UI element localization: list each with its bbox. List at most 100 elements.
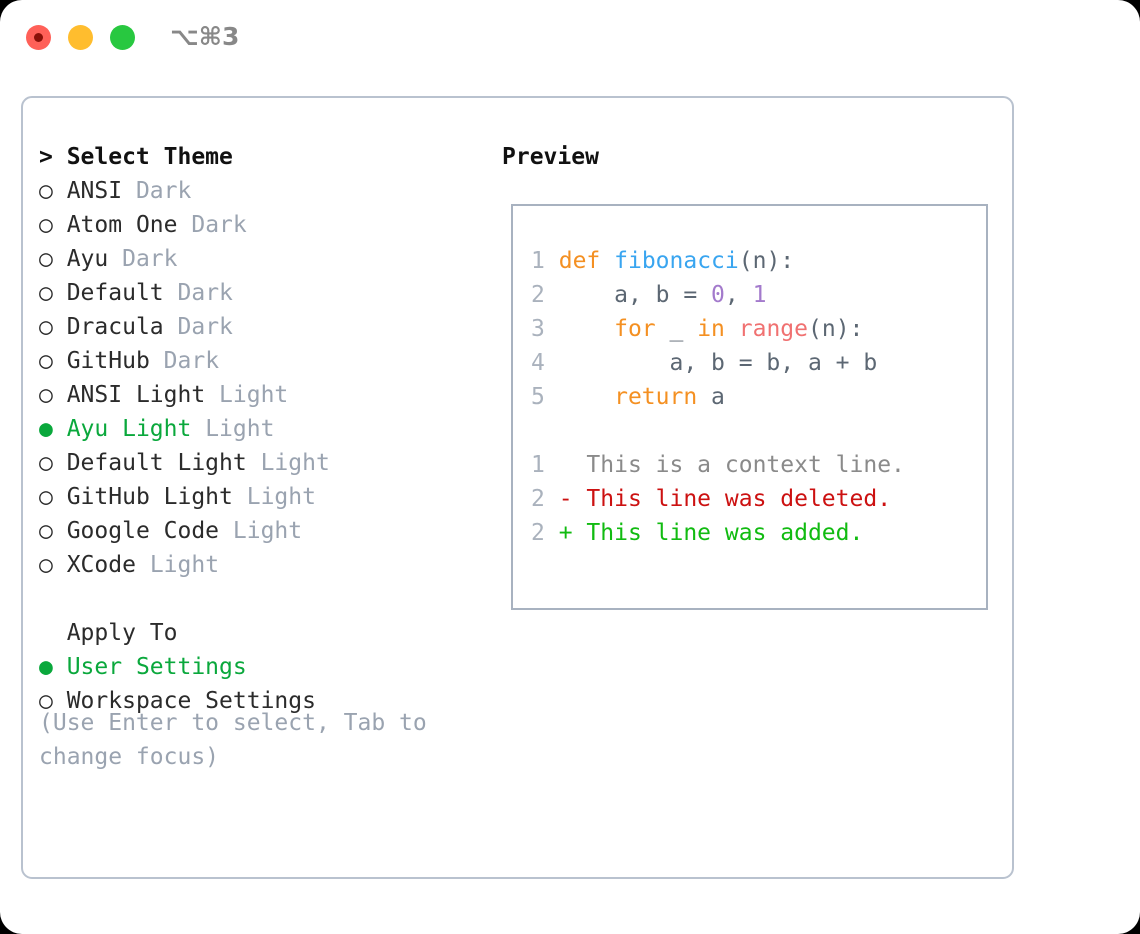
dialog-content-frame: > Select Theme ○ ANSI Dark○ Atom One Dar… — [21, 96, 1014, 879]
radio-unselected-icon: ○ — [39, 212, 67, 238]
list-spacer — [39, 582, 469, 616]
theme-option-name: XCode — [66, 552, 136, 578]
code-line: 5 return a — [531, 380, 905, 414]
line-number: 2 — [531, 486, 545, 512]
radio-selected-icon: ● — [39, 654, 67, 680]
theme-option[interactable]: ○ Ayu Dark — [39, 242, 469, 276]
keyboard-hint-text: (Use Enter to select, Tab to change focu… — [39, 710, 441, 770]
minimize-button[interactable] — [68, 25, 93, 50]
theme-option[interactable]: ○ Atom One Dark — [39, 208, 469, 242]
theme-option[interactable]: ○ Default Light Light — [39, 446, 469, 480]
code-token — [545, 316, 614, 342]
code-token — [725, 316, 739, 342]
theme-list: ○ ANSI Dark○ Atom One Dark○ Ayu Dark○ De… — [39, 174, 469, 582]
theme-option-name: Ayu — [66, 246, 109, 272]
apply-to-option-label: User Settings — [66, 654, 247, 680]
code-token: range — [738, 316, 809, 342]
radio-unselected-icon: ○ — [39, 450, 67, 476]
theme-option[interactable]: ○ Dracula Dark — [39, 310, 469, 344]
maximize-button[interactable] — [110, 25, 135, 50]
code-token: return — [614, 384, 698, 410]
theme-option-name: GitHub Light — [66, 484, 233, 510]
theme-option-name: Ayu Light — [66, 416, 192, 442]
theme-option-name: ANSI Light — [66, 382, 206, 408]
line-number: 2 — [531, 520, 545, 546]
code-token — [600, 248, 614, 274]
theme-option[interactable]: ○ GitHub Dark — [39, 344, 469, 378]
code-token: def — [558, 248, 601, 274]
line-number: 4 — [531, 350, 545, 376]
theme-option-variant: Light — [246, 484, 316, 510]
code-line: 2 a, b = 0, 1 — [531, 278, 905, 312]
radio-unselected-icon: ○ — [39, 382, 67, 408]
code-token: (n): — [808, 316, 864, 342]
apply-to-option[interactable]: ● User Settings — [39, 650, 469, 684]
apply-to-list: ● User Settings○ Workspace Settings — [39, 650, 469, 718]
apply-to-option-label: Workspace Settings — [66, 688, 316, 714]
close-button[interactable] — [26, 25, 51, 50]
theme-option[interactable]: ○ GitHub Light Light — [39, 480, 469, 514]
theme-option[interactable]: ○ Default Dark — [39, 276, 469, 310]
theme-option[interactable]: ○ ANSI Light Light — [39, 378, 469, 412]
code-token: a, b = b, a + b — [544, 350, 878, 376]
code-line: 4 a, b = b, a + b — [531, 346, 905, 380]
radio-unselected-icon: ○ — [39, 178, 67, 204]
theme-option-variant: Dark — [177, 314, 233, 340]
code-line — [531, 414, 905, 448]
apply-to-heading: Apply To — [39, 620, 178, 646]
radio-unselected-icon: ○ — [39, 552, 67, 578]
theme-option[interactable]: ● Ayu Light Light — [39, 412, 469, 446]
theme-option-name: Google Code — [66, 518, 220, 544]
line-number: 1 — [531, 452, 545, 478]
code-line: 1 def fibonacci(n): — [531, 244, 905, 278]
theme-option-variant: Dark — [163, 348, 220, 374]
radio-unselected-icon: ○ — [39, 348, 67, 374]
preview-pane: Preview — [502, 140, 982, 174]
code-token: + This line was added. — [544, 520, 864, 546]
theme-option[interactable]: ○ ANSI Dark — [39, 174, 469, 208]
theme-option-variant: Light — [232, 518, 303, 544]
theme-option-name: Atom One — [66, 212, 178, 238]
code-line: 2 + This line was added. — [531, 516, 905, 550]
code-line: 2 - This line was deleted. — [531, 482, 905, 516]
radio-unselected-icon: ○ — [39, 314, 67, 340]
code-token: - This line was deleted. — [544, 486, 892, 512]
theme-option-variant: Light — [149, 552, 220, 578]
theme-option-variant: Dark — [191, 212, 247, 238]
theme-option-variant: Light — [219, 382, 289, 408]
traffic-light-group — [26, 25, 135, 50]
code-token: for — [614, 316, 656, 342]
code-token: 1 — [752, 282, 767, 308]
line-number: 2 — [531, 282, 545, 308]
keyboard-shortcut-label: ⌥⌘3 — [170, 22, 240, 51]
radio-selected-icon: ● — [39, 416, 67, 442]
theme-option-name: Default — [66, 280, 164, 306]
code-token: fibonacci — [614, 248, 739, 274]
code-token: (n): — [738, 248, 795, 274]
line-number: 3 — [531, 316, 545, 342]
theme-option[interactable]: ○ Google Code Light — [39, 514, 469, 548]
radio-unselected-icon: ○ — [39, 246, 67, 272]
line-number: 1 — [531, 248, 545, 274]
code-token: in — [697, 316, 725, 342]
code-token: a, b = — [544, 282, 712, 308]
theme-option-variant: Dark — [122, 246, 178, 272]
radio-unselected-icon: ○ — [39, 484, 67, 510]
code-token: , — [724, 282, 753, 308]
theme-option-variant: Dark — [135, 178, 192, 204]
code-line: 3 for _ in range(n): — [531, 312, 905, 346]
theme-option[interactable]: ○ XCode Light — [39, 548, 469, 582]
radio-unselected-icon: ○ — [39, 280, 67, 306]
theme-option-name: Dracula — [66, 314, 164, 340]
code-token: _ — [655, 316, 698, 342]
select-theme-heading: > Select Theme — [39, 144, 233, 170]
theme-option-variant: Light — [205, 416, 275, 442]
code-token: a — [697, 384, 725, 410]
apply-to-option[interactable]: ○ Workspace Settings — [39, 684, 469, 718]
theme-option-variant: Dark — [177, 280, 233, 306]
theme-picker-pane: > Select Theme ○ ANSI Dark○ Atom One Dar… — [39, 140, 469, 718]
preview-title: Preview — [502, 144, 599, 170]
